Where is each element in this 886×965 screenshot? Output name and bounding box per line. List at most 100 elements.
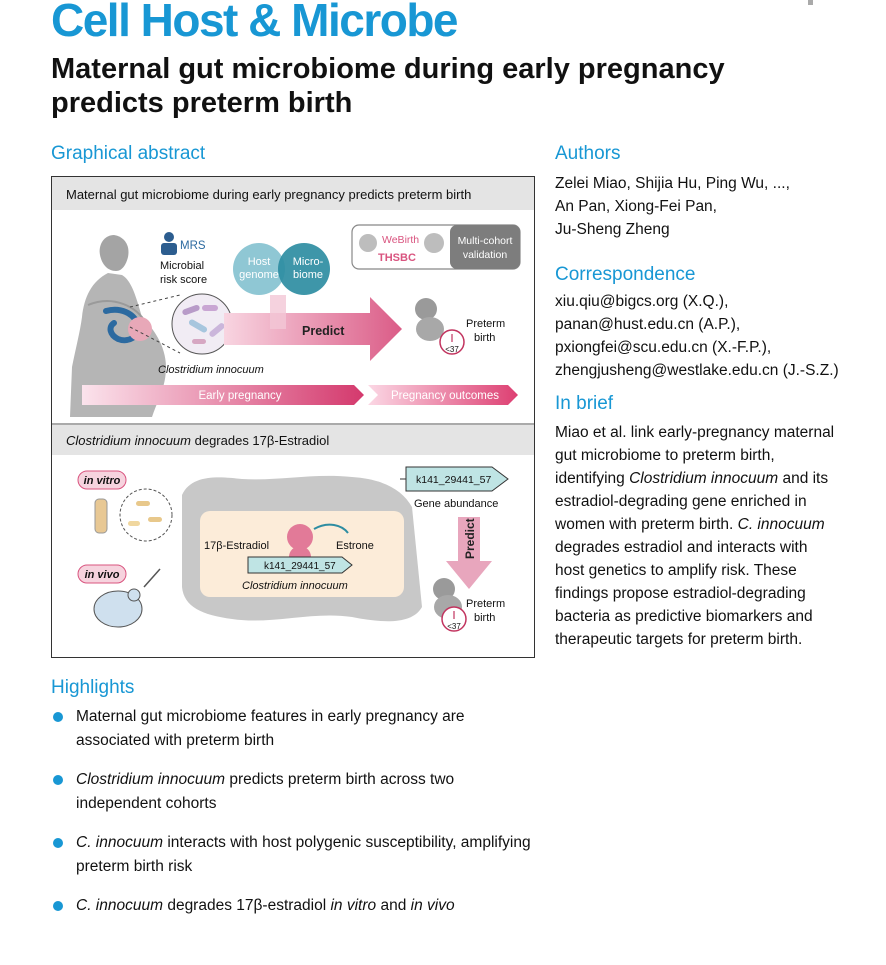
predict-connector [270,295,286,329]
preterm-label-top: Preterm [466,318,505,330]
host-line-2: genome [239,269,279,281]
early-pregnancy-label: Early pregnancy [198,390,281,402]
email-link[interactable]: xiu.qiu@bigcs.org (X.Q.), [555,293,729,310]
in-vivo-badge [77,564,127,584]
clostridium-inner-label: Clostridium innocuum [242,580,348,592]
authors-line-1: Zelei Miao, Shijia Hu, Ping Wu, ..., [555,175,790,192]
panel2-title: Clostridium innocuum degrades 17β-Estrad… [66,433,329,448]
email-link[interactable]: pxiongfei@scu.edu.cn (X.-F.P.), [555,339,772,356]
pregnancy-outcomes-label: Pregnancy outcomes [391,390,499,402]
highlight-italic: C. innocuum [76,897,164,914]
in-brief-line: host genetics to amplify risk. These [555,562,797,579]
predict-arrow [224,297,402,361]
highlight-italic: in vitro [330,897,377,914]
multi-line-2: validation [463,249,508,261]
highlight-text: degrades 17β-estradiol [163,897,331,914]
mouse-ear-icon [127,588,141,602]
bacterium-icon [202,305,218,311]
in-vivo-label: in vivo [85,569,120,581]
fetus-icon [128,317,152,341]
conversion-arrow [313,523,349,534]
mrs-label: MRS [180,240,206,252]
highlight-italic: Clostridium innocuum [76,771,226,788]
estrone-label: Estrone [336,540,374,552]
predict-down-arrow [446,517,492,589]
article-title: Maternal gut microbiome during early pre… [51,52,851,120]
lt37-label-bottom: <37 [447,622,461,631]
bacterium-icon [148,517,162,522]
birth-label-top: birth [474,332,495,344]
tube-zoom-circle [119,488,173,542]
highlight-item: C. innocuum degrades 17β-estradiol in vi… [51,894,531,918]
in-brief-italic: C. innocuum [737,516,825,533]
highlight-item: C. innocuum interacts with host polygeni… [51,831,531,879]
authors-line-3: Ju-Sheng Zheng [555,221,670,238]
graphical-abstract: Maternal gut microbiome during early pre… [51,176,535,658]
in-vitro-label: in vitro [84,475,121,487]
baby-body-icon [416,317,444,341]
in-brief-italic: Clostridium innocuum [629,470,779,487]
clostridium-label: Clostridium innocuum [158,364,264,376]
in-brief-line: degrades estradiol and interacts with [555,539,808,556]
in-brief-line: gut microbiome to preterm birth, [555,447,775,464]
authors-line-2: An Pan, Xiong-Fei Pan, [555,198,717,215]
micro-line-1: Micro- [293,256,324,268]
highlight-text: and [376,897,411,914]
tube-icon [94,498,108,534]
host-genome-circle [233,243,285,295]
highlights-heading: Highlights [51,677,135,698]
micro-line-2: biome [293,269,323,281]
highlight-text: predicts preterm birth across two indepe… [76,771,455,812]
journal-title: Cell Host & Microbe [51,0,459,46]
predict-label: Predict [302,324,345,338]
in-vitro-badge [77,470,127,490]
highlight-item: Maternal gut microbiome features in earl… [51,705,531,753]
correspondence-heading: Correspondence [555,264,696,285]
panel2-header-bg [52,425,534,455]
in-brief-line: bacteria as predictive biomarkers and [555,608,813,625]
highlight-italic: in vivo [410,897,455,914]
highlight-item: Clostridium innocuum predicts preterm bi… [51,768,531,816]
gene-abundance-label: Gene abundance [414,498,498,510]
webirth-label: WeBirth [382,234,419,246]
lt37-label-top: <37 [445,345,459,354]
mrs-line-2: risk score [160,274,207,286]
highlight-italic: C. innocuum [76,834,164,851]
bacterium-icon [192,339,206,344]
bacterium-icon [188,319,208,333]
in-brief-text-part: women with preterm birth. [555,516,738,533]
authors-heading: Authors [555,143,621,164]
highlight-text: Maternal gut microbiome features in earl… [76,708,465,749]
in-brief-line: therapeutic targets for preterm birth. [555,631,803,648]
microbiome-circle [278,243,330,295]
clostridium-cell-icon [287,524,313,550]
in-brief-text-part: identifying [555,470,630,487]
in-brief-line: women with preterm birth. C. innocuum [555,513,834,536]
preterm-label-bottom: Preterm [466,598,505,610]
zoom-line-top [129,294,181,308]
gene-arrow [405,466,509,492]
title-line-2: predicts preterm birth [51,87,353,119]
panel1-header-bg [52,177,534,210]
corner-mark [808,0,813,5]
pregnant-icon [359,234,377,252]
early-pregnancy-arrow [82,385,364,405]
authors-list: Zelei Miao, Shijia Hu, Ping Wu, ..., An … [555,172,790,241]
email-link[interactable]: panan@hust.edu.cn (A.P.), [555,316,741,333]
mrs-line-1: Microbial [160,260,204,272]
woman-head-icon [99,235,129,271]
person-icon-body [161,243,177,255]
panel1-title: Maternal gut microbiome during early pre… [66,187,471,202]
in-brief-line: Miao et al. link early-pregnancy materna… [555,424,835,441]
thsbc-label: THSBC [378,252,416,264]
email-link[interactable]: zhengjusheng@westlake.edu.cn (J.-S.Z.) [555,362,839,379]
in-brief-heading: In brief [555,393,614,414]
graphical-abstract-figure: Maternal gut microbiome during early pre… [52,177,534,632]
woman-body-icon [70,273,166,417]
predict-down-label: Predict [463,518,477,559]
estradiol-label: 17β-Estradiol [204,540,269,552]
highlight-text: interacts with host polygenic susceptibi… [76,834,531,875]
gene-arrow-inner [247,556,353,574]
multi-line-1: Multi-cohort [458,235,513,247]
highlights-list: Maternal gut microbiome features in earl… [51,705,531,933]
